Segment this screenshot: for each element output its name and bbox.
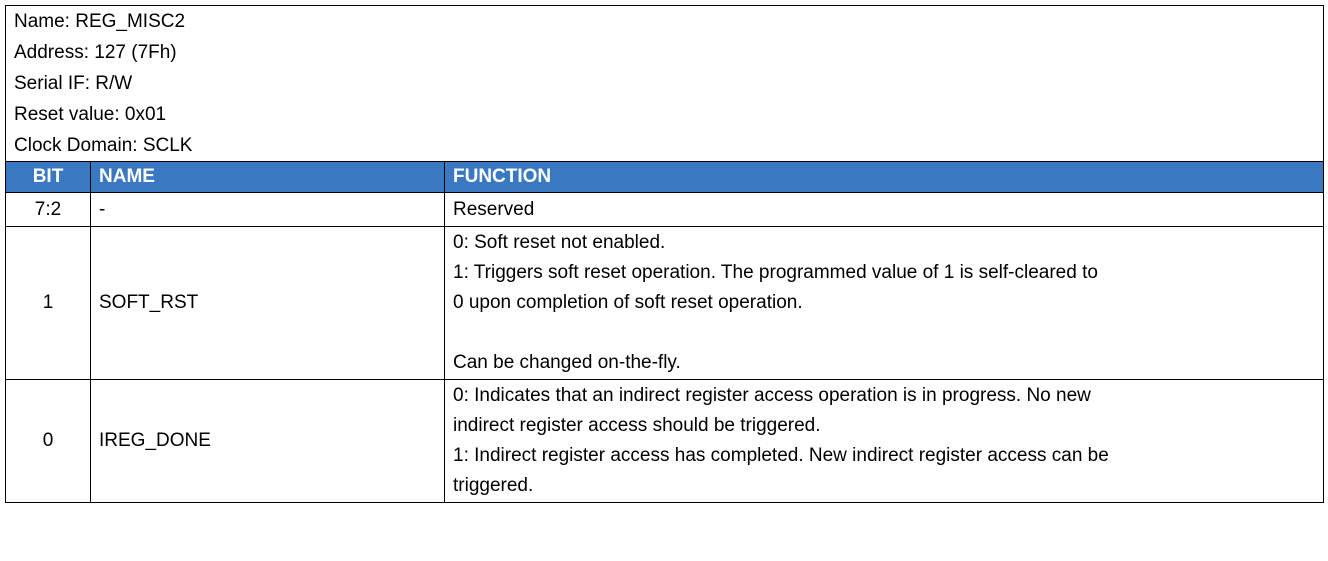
function-line: 0: Soft reset not enabled. [453,232,666,253]
function-cell: 0: Indicates that an indirect register a… [443,379,1325,503]
table-row: 1 SOFT_RST 0: Soft reset not enabled. 1:… [5,226,1325,380]
function-cell: Reserved [443,192,1325,227]
function-line: 1: Triggers soft reset operation. The pr… [453,262,1098,283]
function-line: Can be changed on-the-fly. [453,352,681,373]
register-address: Address: 127 (7Fh) [14,42,177,63]
table-row: 7:2 - Reserved [5,192,1325,227]
name-cell: IREG_DONE [90,379,445,503]
column-header-bit: BIT [5,161,91,193]
bit-cell: 7:2 [5,192,91,227]
register-serial-if: Serial IF: R/W [14,73,133,94]
function-line: Reserved [453,198,535,220]
function-line: indirect register access should be trigg… [453,415,821,436]
bit-cell: 1 [5,226,91,380]
name-cell: SOFT_RST [90,226,445,380]
bit-cell: 0 [5,379,91,503]
register-clock-domain: Clock Domain: SCLK [14,135,193,156]
column-header-function: FUNCTION [443,161,1325,193]
function-line: 1: Indirect register access has complete… [453,445,1109,466]
name-cell: - [90,192,445,227]
column-header-name: NAME [90,161,445,193]
register-table: Name: REG_MISC2 Address: 127 (7Fh) Seria… [4,5,1325,503]
function-line: triggered. [453,475,534,496]
register-reset-value: Reset value: 0x01 [14,104,167,125]
register-name: Name: REG_MISC2 [14,11,186,32]
function-line: 0: Indicates that an indirect register a… [453,385,1091,406]
table-row: 0 IREG_DONE 0: Indicates that an indirec… [5,379,1325,503]
function-line [453,318,1315,348]
function-line: 0 upon completion of soft reset operatio… [453,292,803,313]
function-cell: 0: Soft reset not enabled. 1: Triggers s… [443,226,1325,380]
table-header-row: BIT NAME FUNCTION [5,161,1325,193]
register-meta: Name: REG_MISC2 Address: 127 (7Fh) Seria… [4,5,1325,162]
register-meta-row: Name: REG_MISC2 Address: 127 (7Fh) Seria… [4,5,1325,162]
